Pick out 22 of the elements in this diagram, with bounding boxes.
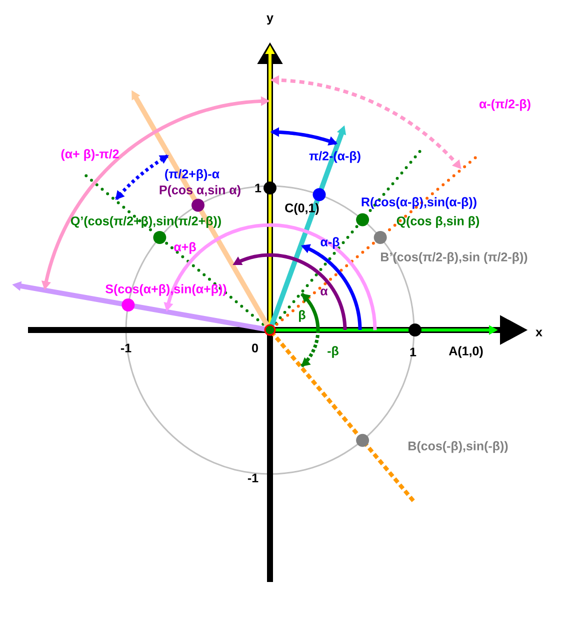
angle-label: -β: [328, 346, 338, 358]
angle-label: (π/2+β)-α: [165, 169, 220, 181]
angle-label: α+β: [174, 242, 196, 254]
tick-label: -1: [120, 344, 132, 352]
axis-label: y: [266, 15, 274, 25]
point-label: A(1,0): [448, 346, 483, 358]
angle-label: β: [299, 310, 306, 322]
tick-label: 0: [252, 344, 258, 352]
axis-label: x: [536, 330, 542, 336]
tick-label: 1: [255, 184, 262, 192]
point-label: Q(cos β,sin β): [396, 216, 480, 228]
point-label: B’(cos(π/2-β),sin (π/2-β)): [381, 252, 528, 264]
angle-label: (α+ β)-π/2: [61, 149, 119, 161]
angle-label: α-(π/2-β): [480, 99, 530, 111]
point-label: S(cos(α+β),sin(α+β)): [106, 284, 226, 296]
point-label: B(cos(-β),sin(-β)): [408, 441, 508, 453]
point-label: Q’(cos(π/2+β),sin(π/2+β)): [70, 216, 221, 228]
tick-label: -1: [248, 474, 258, 482]
angle-label: α: [320, 288, 328, 296]
tick-label: 1: [410, 348, 416, 356]
angle-label: α-β: [320, 237, 340, 249]
point-label: P(cos α,sin α): [160, 185, 240, 197]
